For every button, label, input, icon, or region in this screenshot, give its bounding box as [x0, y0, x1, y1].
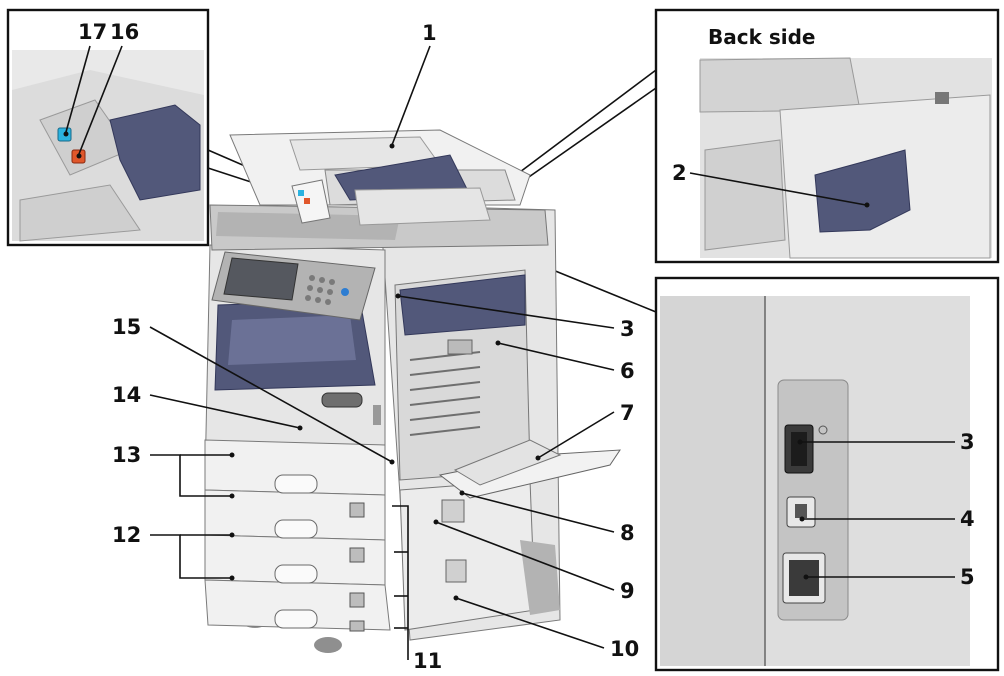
callouts-main: 1 3 6 7 8 9 10 11 12 13 [112, 21, 639, 673]
label-11: 11 [413, 649, 442, 673]
inset-indicators: 17 16 [6, 8, 210, 247]
drawer-4 [204, 579, 391, 631]
label-10: 10 [610, 637, 639, 661]
back-side-vent-blue [814, 149, 911, 233]
label-16: 16 [110, 20, 139, 44]
label-17: 17 [78, 20, 107, 44]
label-5: 5 [960, 565, 975, 589]
label-6: 6 [620, 359, 635, 383]
label-15: 15 [112, 315, 141, 339]
copier-machine [204, 129, 621, 653]
inset-ports: 3 4 5 [654, 276, 1000, 672]
label-4: 4 [960, 507, 975, 531]
output-tray-blue [109, 104, 201, 201]
label-14: 14 [112, 383, 141, 407]
touch-panel-screen [223, 257, 299, 301]
label-12: 12 [112, 523, 141, 547]
label-1: 1 [422, 21, 437, 45]
label-3-port: 3 [960, 430, 975, 454]
label-9: 9 [620, 579, 635, 603]
label-3: 3 [620, 317, 635, 341]
label-13: 13 [112, 443, 141, 467]
back-side-title: Back side [708, 25, 816, 49]
power-switch-slot [321, 392, 363, 408]
label-2: 2 [672, 161, 687, 185]
label-7: 7 [620, 401, 635, 425]
inset-back-side: Back side 2 [654, 8, 1000, 264]
label-8: 8 [620, 521, 635, 545]
